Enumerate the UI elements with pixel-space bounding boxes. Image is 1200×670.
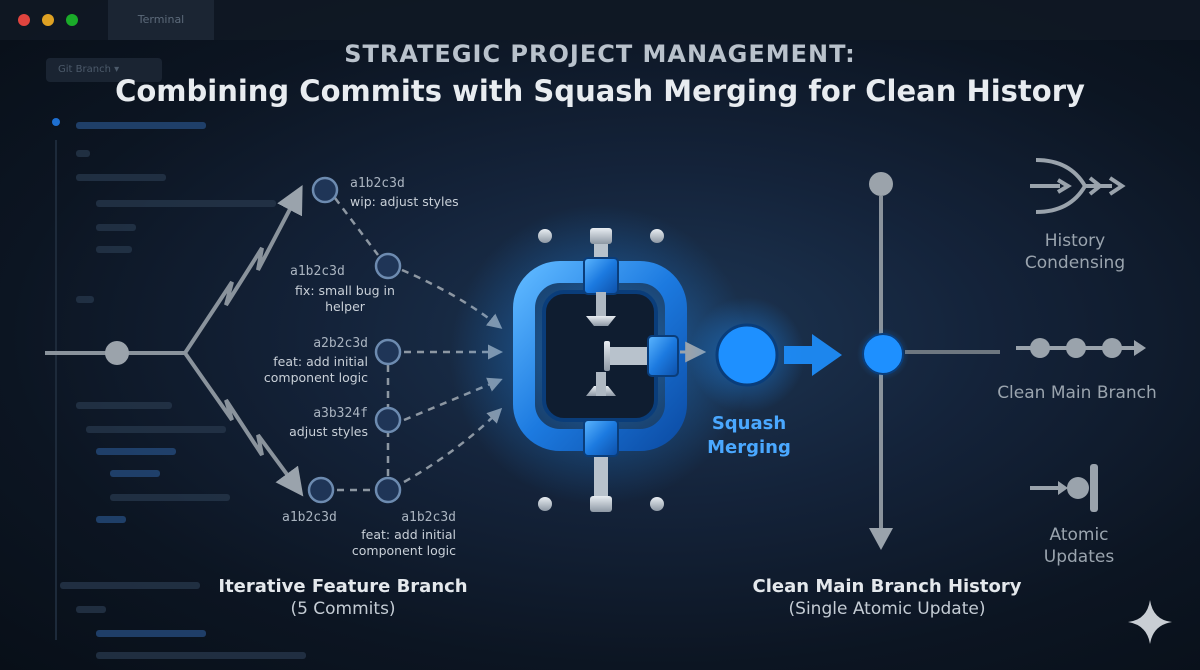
minimize-window-button[interactable]: [42, 14, 54, 26]
legend-label: Atomic: [1049, 525, 1109, 545]
code-line: [96, 630, 206, 637]
code-line: [76, 122, 206, 129]
commit-nodes: [307, 176, 402, 504]
commit-label: a1b2c3d feat: add initial component logi…: [336, 510, 456, 559]
sparkle-icon: [1128, 600, 1172, 644]
main-branch-caption: Clean Main Branch History (Single Atomic…: [740, 576, 1034, 619]
terminal-tab[interactable]: Terminal: [108, 0, 214, 40]
commit-label: a1b2c3d fix: small bug in helper: [290, 264, 396, 315]
squash-output: [680, 297, 842, 413]
commit-message: adjust styles: [289, 424, 368, 439]
code-line: [96, 200, 276, 207]
maximize-window-button[interactable]: [66, 14, 78, 26]
code-line: [76, 174, 166, 181]
title-line-1: STRATEGIC PROJECT MANAGEMENT:: [344, 40, 856, 68]
main-branch-title: Clean Main Branch History: [752, 576, 1022, 597]
legend-label: Updates: [1043, 547, 1115, 567]
feature-branch-lines: [45, 185, 304, 497]
commit-hash: a3b324f: [313, 406, 368, 421]
code-line: [110, 494, 230, 501]
base-commit-node: [105, 341, 129, 365]
code-line: [96, 652, 306, 659]
code-line: [96, 448, 176, 455]
commit-hash: a1b2c3d: [401, 510, 456, 525]
commit-hash: a1b2c3d: [282, 510, 337, 525]
commit-node: [311, 176, 339, 204]
code-line: [76, 150, 90, 157]
feature-branch-subtitle: (5 Commits): [290, 599, 396, 619]
legend-label: Clean Main Branch: [997, 383, 1157, 403]
legend-history-condensing: History Condensing: [1000, 230, 1150, 274]
commit-node: [307, 476, 335, 504]
main-commit-node: [869, 172, 893, 196]
code-line: [110, 470, 160, 477]
breakpoint-icon: [52, 118, 60, 126]
commit-message: feat: add initial component logic: [351, 527, 456, 558]
linked-dots-icon: [1016, 338, 1146, 358]
commit-label: a2b2c3d feat: add initial component logi…: [250, 336, 368, 386]
feature-branch-caption: Iterative Feature Branch (5 Commits): [200, 576, 486, 619]
code-line: [96, 516, 126, 523]
code-line: [76, 296, 94, 303]
commit-message: fix: small bug in helper: [295, 283, 395, 314]
glow-arrow-icon: [784, 334, 842, 376]
title-line-2: Combining Commits with Squash Merging fo…: [115, 74, 1085, 108]
commit-message: wip: adjust styles: [350, 194, 459, 209]
branch-select-label: Git Branch: [58, 64, 111, 75]
legend-clean-main-branch: Clean Main Branch: [992, 382, 1162, 404]
feature-branch-title: Iterative Feature Branch: [218, 576, 468, 597]
main-branch-subtitle: (Single Atomic Update): [788, 599, 986, 619]
clamp-icon: [450, 205, 750, 512]
commit-node: [374, 338, 402, 366]
squash-label-line-1: Squash: [711, 413, 787, 434]
commit-message: feat: add initial component logic: [263, 354, 368, 385]
main-branch: [857, 172, 1000, 550]
commit-label: a1b2c3d: [282, 510, 337, 525]
code-line: [76, 402, 172, 409]
squash-label-line-2: Merging: [707, 437, 791, 458]
branch-select[interactable]: Git Branch ▾: [46, 58, 162, 82]
commit-label: a1b2c3d wip: adjust styles: [350, 176, 459, 210]
code-line: [96, 224, 136, 231]
commit-node: [374, 406, 402, 434]
page-title: STRATEGIC PROJECT MANAGEMENT: Combining …: [0, 40, 1200, 108]
merge-arrows-icon: [1030, 158, 1126, 214]
commit-hash: a1b2c3d: [350, 176, 405, 191]
code-line: [76, 606, 106, 613]
legend-atomic-updates: Atomic Updates: [1014, 524, 1144, 568]
commit-hash: a1b2c3d: [290, 264, 345, 279]
chevron-down-icon: ▾: [114, 64, 120, 75]
legend-label: History: [1044, 231, 1106, 251]
squashed-commit-node: [715, 323, 779, 387]
close-window-button[interactable]: [18, 14, 30, 26]
legend-label: Condensing: [1024, 253, 1126, 273]
code-line: [60, 582, 200, 589]
code-line: [86, 426, 226, 433]
commit-node: [374, 476, 402, 504]
atomic-node-icon: [1030, 464, 1098, 512]
merged-commit-node: [862, 333, 904, 375]
squash-merging-label: Squash Merging: [690, 412, 808, 460]
commit-label: a3b324f adjust styles: [260, 406, 368, 440]
commit-node: [374, 252, 402, 280]
commit-hash: a2b2c3d: [313, 336, 368, 351]
gutter-line: [55, 140, 57, 640]
code-line: [96, 246, 132, 253]
